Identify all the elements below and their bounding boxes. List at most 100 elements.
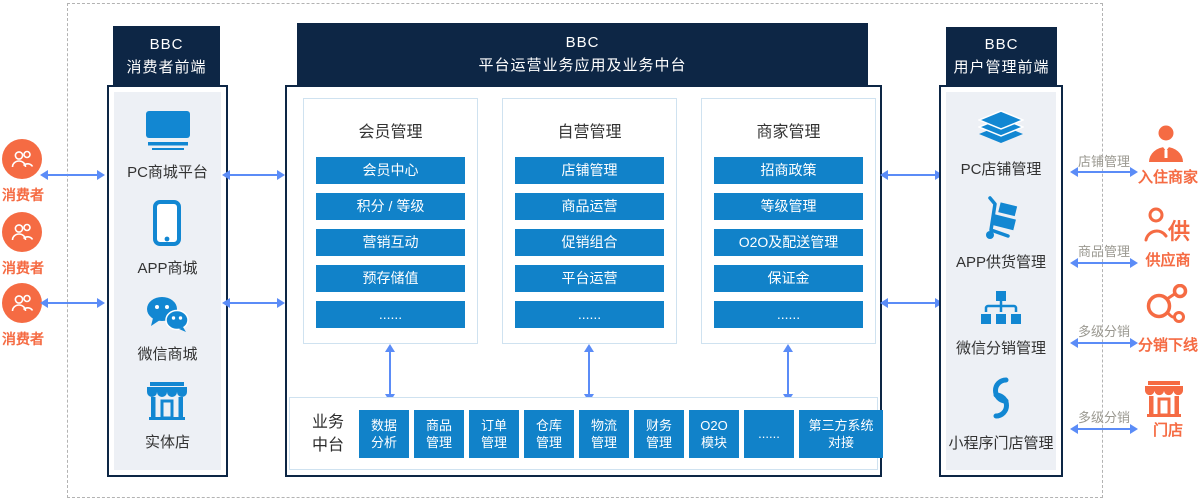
item-label: PC商城平台 [127,164,208,181]
module-panel-merchant: 商家管理 招商政策 等级管理 O2O及配送管理 保证金 ...... [701,98,876,344]
list-item: 小程序门店管理 [948,375,1054,453]
consumer-frontend-panel: PC商城平台 APP商城 [107,85,228,477]
header-title-line1: BBC [565,34,600,51]
module-item: 招商政策 [714,157,863,184]
consumer-avatar [2,212,42,252]
double-arrow-vertical [584,344,594,402]
right-actor-label: 门店 [1152,422,1183,439]
double-arrow [1070,424,1138,434]
supplier-char: 供 [1167,219,1190,244]
double-arrow [222,298,285,308]
double-arrow [40,170,105,180]
users-icon [9,148,35,170]
link-label: 多级分销 [1077,324,1130,339]
item-label: APP商城 [137,260,198,277]
module-item: ...... [515,301,664,328]
double-arrow [1070,338,1138,348]
users-icon [9,292,35,314]
storefront-icon [1144,381,1184,422]
wechat-icon [145,296,190,332]
users-icon [9,221,35,243]
item-label: APP供货管理 [955,254,1046,272]
module-item: 积分 / 等级 [316,193,465,220]
layers-icon [978,109,1024,147]
module-item: O2O及配送管理 [714,229,863,256]
module-panel-member: 会员管理 会员中心 积分 / 等级 营销互动 预存储值 ...... [303,98,478,344]
list-item: PC商城平台 [127,110,208,182]
item-label: 微信分销管理 [955,339,1046,357]
orgchart-icon [980,290,1022,326]
list-item: 微信分销管理 [956,290,1046,358]
link-label: 多级分销 [1077,410,1130,425]
item-label: 实体店 [144,434,190,451]
header-title-line1: BBC [984,36,1019,53]
module-item: 营销互动 [316,229,465,256]
right-actor-label: 供应商 [1145,252,1191,269]
item-label: PC店铺管理 [960,161,1042,179]
miniprogram-icon [982,375,1020,421]
consumer-avatar [2,139,42,179]
consumer-label: 消费者 [2,260,44,276]
mid-capability: 第三方系统对接 [799,409,883,458]
share-icon [1144,283,1188,329]
mid-capability: 物流管理 [579,409,629,458]
header-title-line2: 消费者前端 [126,58,207,76]
module-item: 保证金 [714,265,863,292]
double-arrow [880,298,943,308]
module-item: 促销组合 [515,229,664,256]
phone-icon [153,200,182,246]
mid-capability: ...... [744,409,794,458]
business-mid-label: 业务 中台 [311,413,344,454]
link-label: 店铺管理 [1077,154,1130,169]
list-item: PC店铺管理 [960,109,1042,179]
module-item: ...... [316,301,465,328]
header-title-line2: 平台运营业务应用及业务中台 [478,57,687,74]
header-title-line2: 用户管理前端 [953,59,1050,76]
double-arrow-vertical [385,344,395,402]
consumer-avatar [2,283,42,323]
double-arrow [880,170,943,180]
module-item: 预存储值 [316,265,465,292]
module-item: 会员中心 [316,157,465,184]
double-arrow [1070,258,1138,268]
double-arrow [222,170,285,180]
module-title: 商家管理 [756,124,821,141]
module-title: 自营管理 [557,124,622,141]
user-frontend-list: PC店铺管理 APP供货管理 [946,92,1056,470]
consumer-label: 消费者 [2,187,44,203]
supplier-icon: 供 [1144,206,1190,251]
store-icon [145,382,189,420]
platform-boundary-frame [67,3,1103,498]
consumer-frontend-list: PC商城平台 APP商城 [114,92,221,470]
header-title-line1: BBC [149,35,184,53]
module-item: 商品运营 [515,193,664,220]
item-label: 微信商城 [137,346,198,363]
double-arrow [1070,167,1138,177]
item-label: 小程序门店管理 [948,434,1054,452]
double-arrow-vertical [783,344,793,402]
desktop-icon [144,110,192,150]
mid-capability: 财务管理 [634,409,684,458]
consumer-label: 消费者 [2,331,44,347]
module-item: 店铺管理 [515,157,664,184]
right-actor-label: 入住商家 [1137,169,1198,186]
user-frontend-panel: PC店铺管理 APP供货管理 [939,85,1063,477]
module-item: 平台运营 [515,265,664,292]
list-item: APP供货管理 [956,196,1046,272]
list-item: 微信商城 [137,296,198,364]
consumer-frontend-header: BBC 消费者前端 [113,26,220,85]
trolley-icon [978,196,1024,240]
user-frontend-header: BBC 用户管理前端 [946,27,1057,85]
platform-header: BBC 平台运营业务应用及业务中台 [297,23,868,85]
merchant-icon [1146,124,1186,167]
mid-capability: 订单管理 [469,409,519,458]
mid-capability: 仓库管理 [524,409,574,458]
module-title: 会员管理 [358,124,423,141]
list-item: APP商城 [137,200,198,278]
module-item: 等级管理 [714,193,863,220]
right-actor-label: 分销下线 [1137,337,1198,354]
module-panel-self-operated: 自营管理 店铺管理 商品运营 促销组合 平台运营 ...... [502,98,677,344]
